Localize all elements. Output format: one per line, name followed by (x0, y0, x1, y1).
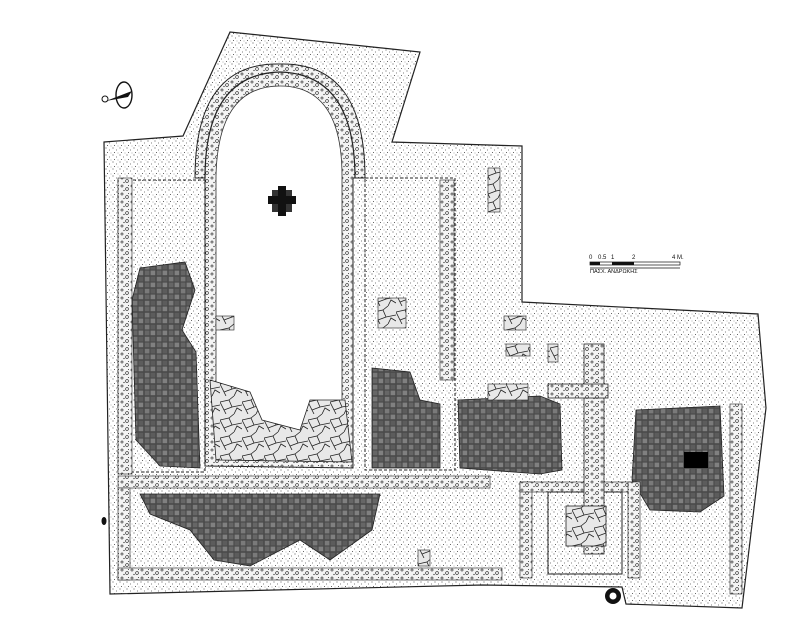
scale-tick-0.5: 0.5 (598, 255, 607, 261)
mosaic-annex (457, 395, 563, 475)
scale-tick-4: 4 M. (672, 255, 684, 261)
north-aisle (117, 179, 206, 473)
east-room-basin (684, 452, 708, 468)
mosaic-south-aisle (371, 367, 441, 469)
well-icon (605, 588, 621, 604)
stone-fragments (215, 167, 559, 567)
north-aisle-wall (117, 177, 133, 475)
mosaic-east-room (631, 405, 725, 513)
scale-tick-2: 2 (632, 255, 636, 261)
baptistery (547, 343, 623, 575)
scale-author: ΠΑΣΧ. ΑΝΔΡΩΚΗΣ (590, 269, 638, 275)
narthex-walls (117, 403, 743, 595)
scale-tick-0: 0 (589, 255, 593, 261)
mosaic-narthex (139, 493, 381, 567)
mosaic-north-aisle (131, 261, 201, 469)
south-aisle-wall (439, 179, 455, 381)
scale-bar: 0 0.5 1 2 4 M. ΠΑΣΧ. ΑΝΔΡΩΚΗΣ (589, 255, 684, 275)
basilica-nave (194, 63, 366, 469)
marker-icon (101, 517, 107, 525)
mosaic-nave-lower (209, 379, 353, 463)
south-aisle (364, 177, 456, 471)
north-arrow-icon (101, 81, 133, 109)
scale-tick-1: 1 (611, 255, 615, 261)
